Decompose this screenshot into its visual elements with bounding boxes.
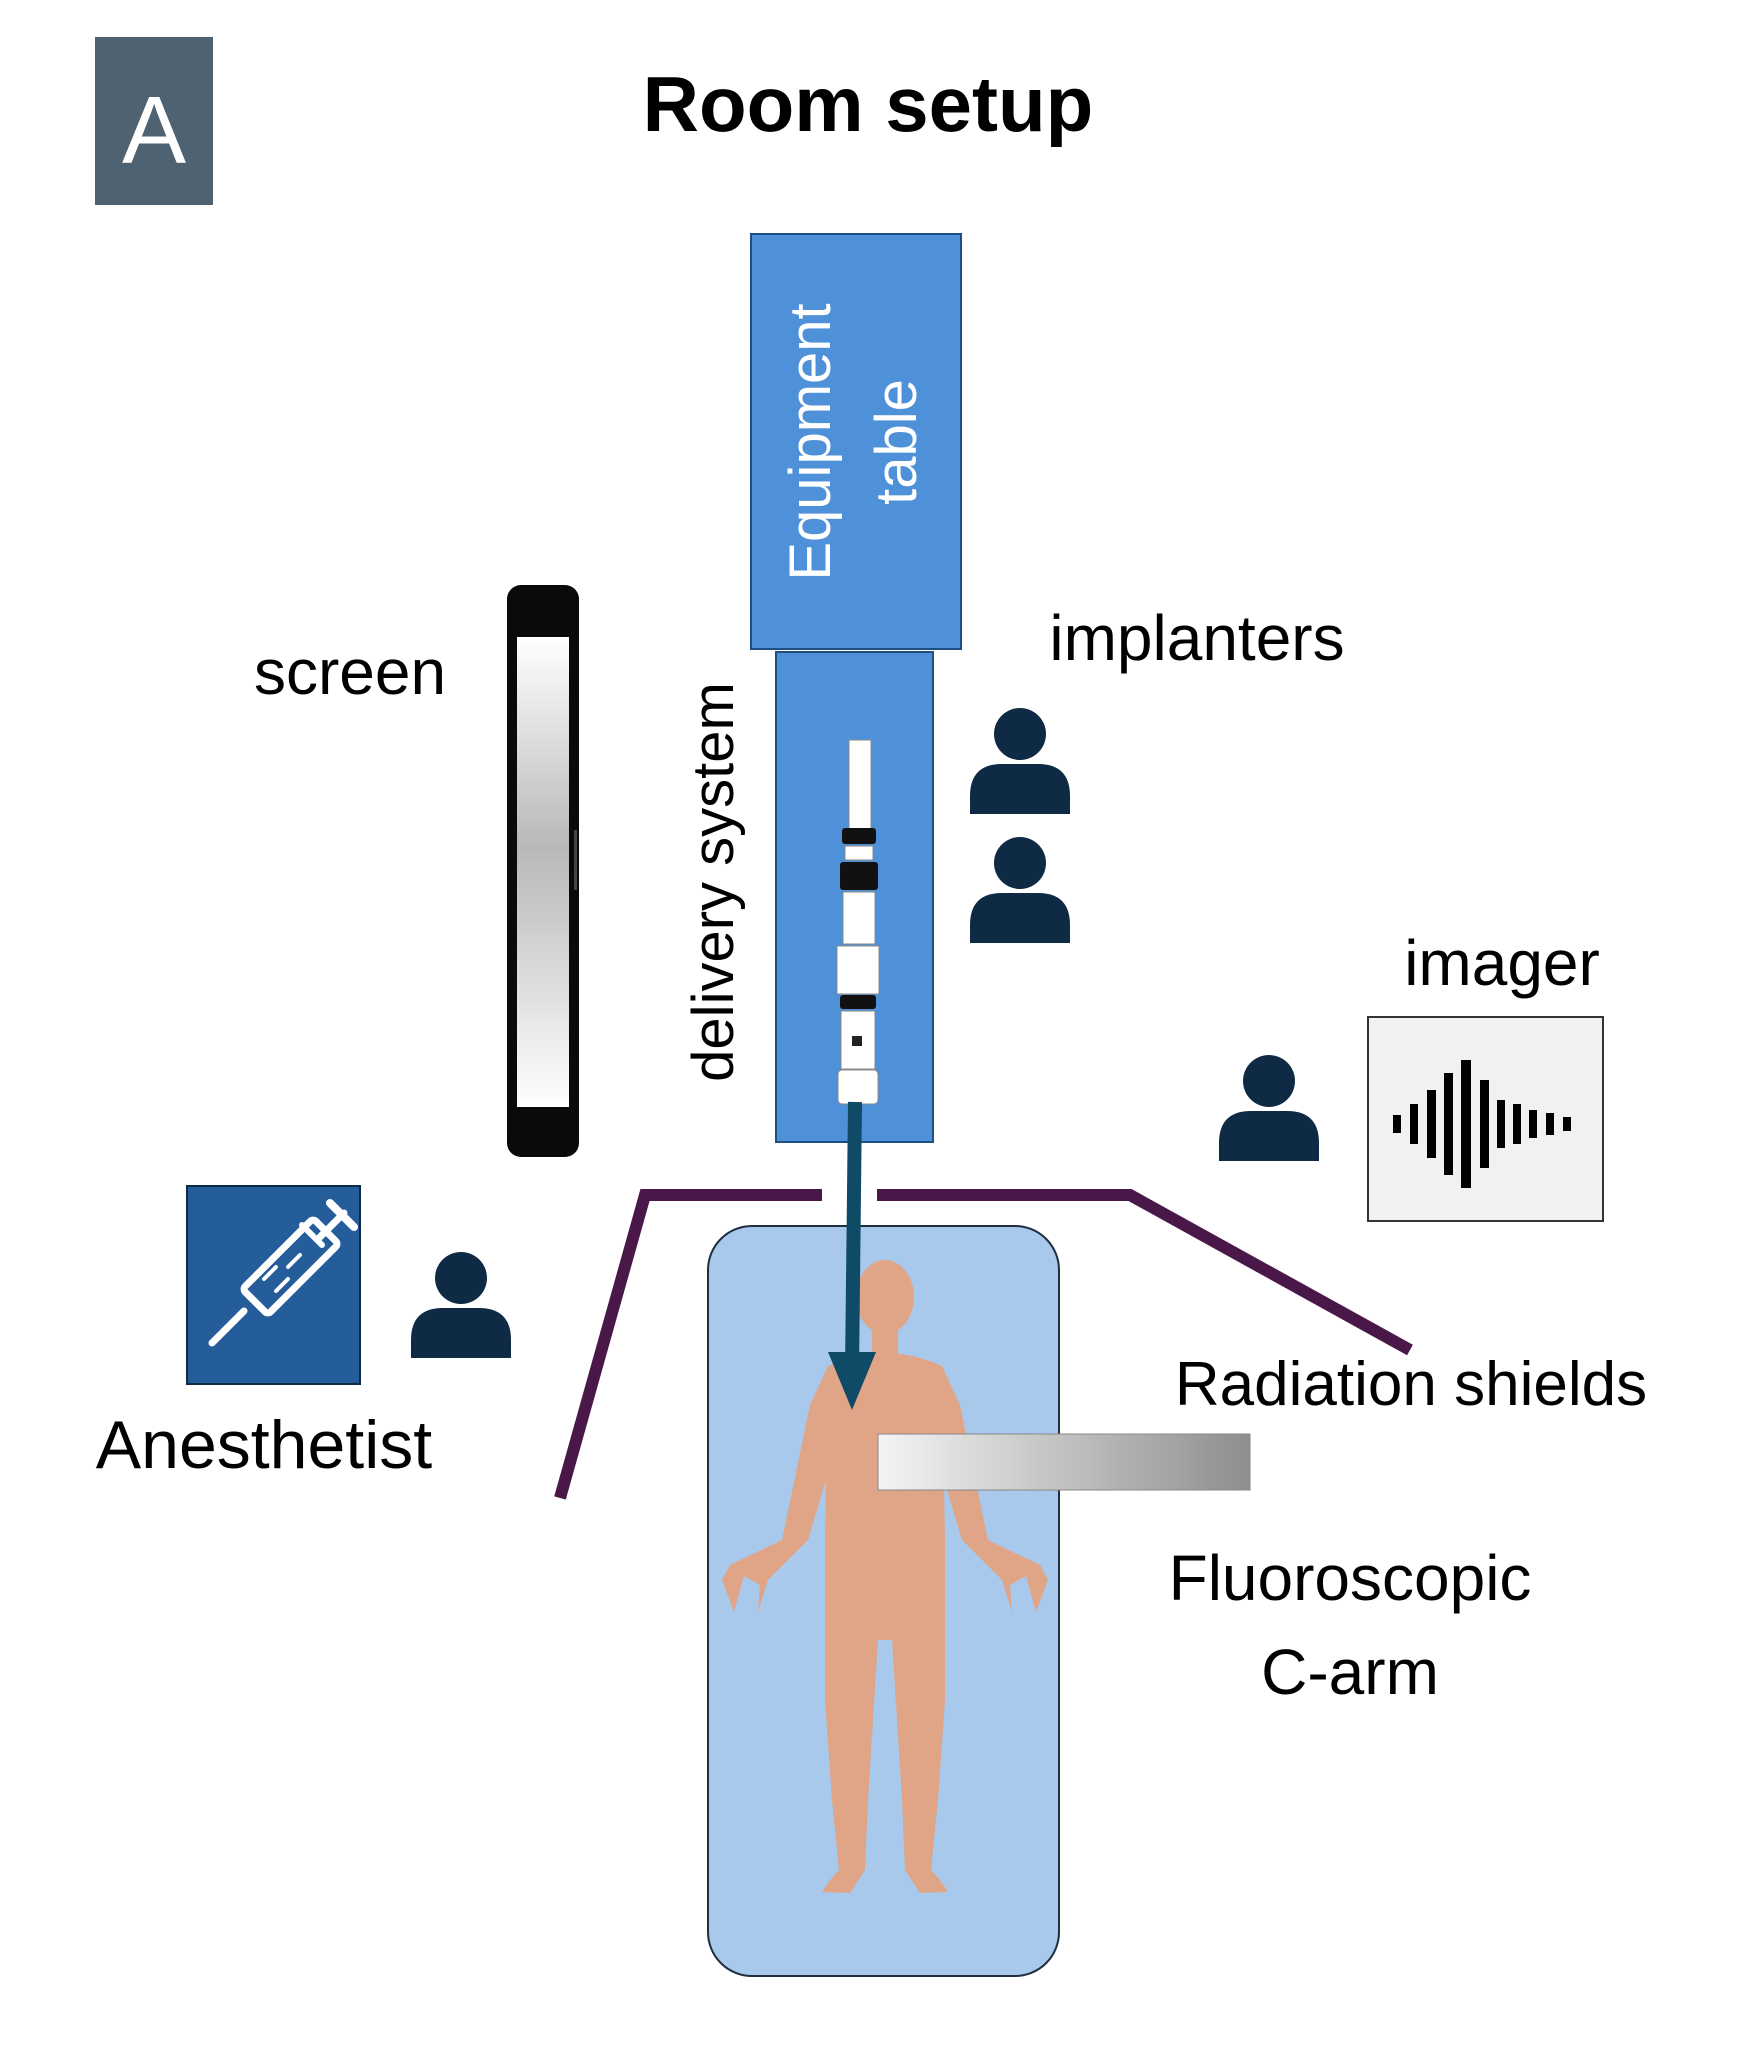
right-radiation-shield [877, 1189, 1413, 1356]
anesthesia-station [186, 1185, 361, 1385]
radiation-shields [554, 1189, 1413, 1500]
person-icon [1219, 1055, 1319, 1161]
person-icon [411, 1252, 511, 1358]
ultrasound-device [1367, 1016, 1604, 1222]
screen-label: screen [254, 636, 446, 708]
soundwave-icon [1393, 1060, 1571, 1188]
c-arm-label-line2: C-arm [1261, 1636, 1439, 1708]
fluoroscopic-c-arm [877, 1433, 1251, 1491]
syringe-icon [208, 1199, 358, 1347]
panel-badge: A [95, 37, 213, 205]
implanter-person-1 [970, 708, 1070, 814]
equipment-table-label-line1: Equipment [778, 303, 843, 580]
left-radiation-shield [554, 1189, 822, 1500]
delivery-catheter-device [836, 739, 880, 1105]
anesthetist-person [411, 1252, 511, 1358]
implanter-person-2 [970, 837, 1070, 943]
person-icon [970, 837, 1070, 943]
monitor-icon [507, 585, 579, 1157]
implanters-label: implanters [1049, 602, 1344, 674]
delivery-system-table [775, 651, 934, 1143]
imager-person [1219, 1055, 1319, 1161]
person-icon [970, 708, 1070, 814]
equipment-table-label-line2: table [864, 379, 929, 505]
c-arm-label-line1: Fluoroscopic [1169, 1542, 1532, 1614]
diagram-title: Room setup [643, 60, 1094, 148]
radiation-shields-label: Radiation shields [1175, 1350, 1647, 1419]
imager-label: imager [1404, 927, 1600, 999]
delivery-system-label: delivery system [681, 682, 746, 1082]
equipment-table: Equipment table [750, 233, 962, 650]
anesthetist-label: Anesthetist [96, 1407, 433, 1483]
arrow-down-icon [828, 1101, 876, 1410]
panel-letter: A [122, 77, 186, 184]
